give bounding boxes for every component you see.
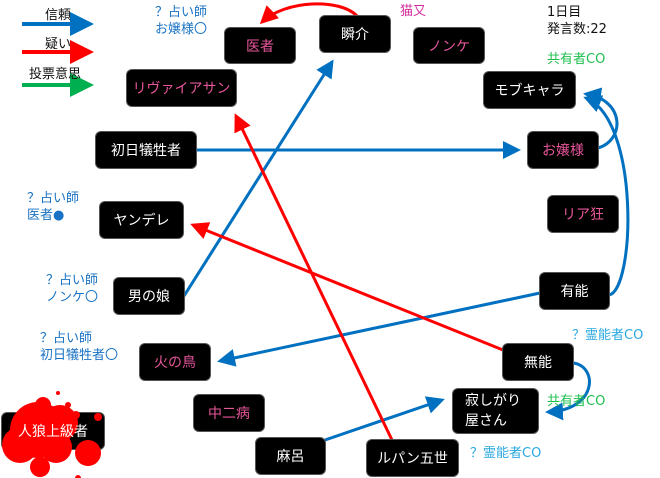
- doubt-munou-yandere: [190, 222, 504, 352]
- day-label: 1日目: [547, 5, 582, 20]
- node-leviathan[interactable]: リヴァイアサン: [127, 70, 236, 106]
- doubt-shunsuke-isha: [259, 2, 359, 25]
- node-jinrou[interactable]: 人狼上級者: [2, 391, 104, 478]
- node-shunsuke[interactable]: 瞬介: [320, 16, 390, 52]
- blood-splatter-icon: [2, 391, 102, 478]
- node-yuunou[interactable]: 有能: [540, 273, 609, 309]
- note-medium-munou: ？霊能者CO: [572, 328, 644, 343]
- note-co-mob: 共有者CO: [547, 52, 606, 67]
- note-nekomata: 猫又: [400, 4, 427, 19]
- trust-yuunou-hinotori: [217, 291, 541, 367]
- note-co-sabishi: 共有者CO: [547, 394, 606, 409]
- note-seer-isha: ？占い師 医者●: [27, 191, 80, 223]
- trust-yuunou-mobchara: [583, 95, 630, 297]
- node-sabishigari[interactable]: 寂しがり屋さん: [453, 389, 538, 433]
- node-jinrou-label: 人狼上級者: [18, 424, 88, 440]
- node-nonke[interactable]: ノンケ: [414, 28, 484, 63]
- note-seer-ojousama: ？占い師 お嬢様〇: [155, 5, 208, 37]
- note-medium-lupin: ？霊能者CO: [470, 446, 542, 461]
- node-otokonoko[interactable]: 男の娘: [114, 278, 184, 314]
- trust-otokonoko-shunsuke: [182, 59, 334, 297]
- node-shonichi[interactable]: 初日犠牲者: [96, 132, 196, 168]
- node-hinotori[interactable]: 火の鳥: [140, 344, 210, 380]
- legend-trust-label: 信頼: [45, 8, 72, 23]
- note-seer-nonke: ？占い師 ノンケ〇: [46, 273, 99, 305]
- node-chuunibyou[interactable]: 中二病: [194, 395, 264, 431]
- node-yandere[interactable]: ヤンデレ: [100, 202, 183, 238]
- legend-vote-label: 投票意思: [29, 67, 82, 82]
- node-riajuu[interactable]: リア狂: [548, 196, 618, 232]
- legend-doubt-label: 疑い: [45, 37, 72, 52]
- trust-munou-sabishigari: [545, 361, 591, 421]
- note-seer-shonichi: ？占い師 初日犠牲者〇: [40, 331, 119, 363]
- node-mobchara[interactable]: モブキャラ: [484, 72, 575, 108]
- doubt-lupin-leviathan: [234, 113, 394, 441]
- node-maro[interactable]: 麻呂: [256, 438, 325, 474]
- message-count: 発言数:22: [547, 22, 607, 37]
- node-lupin[interactable]: ルパン五世: [367, 440, 458, 476]
- node-ojousama[interactable]: お嬢様: [528, 132, 598, 168]
- node-isha[interactable]: 医者: [225, 28, 295, 63]
- node-munou[interactable]: 無能: [503, 344, 573, 380]
